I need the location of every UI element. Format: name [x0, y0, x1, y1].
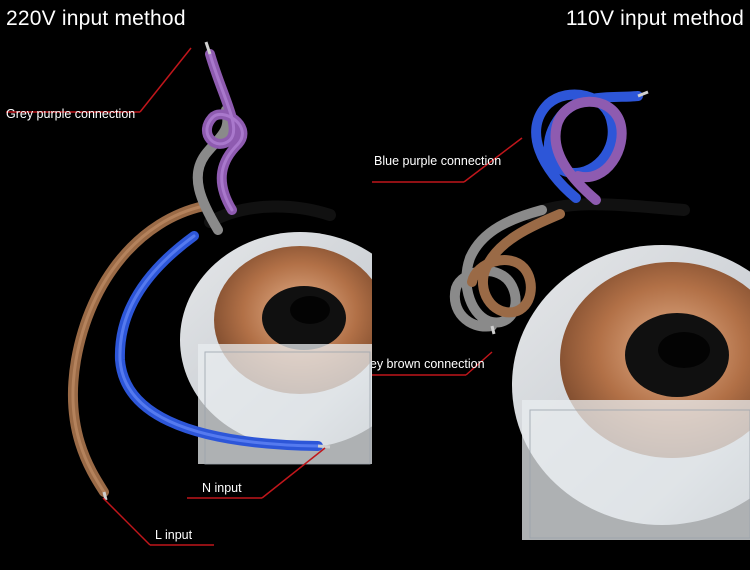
brown-wire-right: [467, 209, 565, 318]
grey-purple-pointer: [139, 47, 192, 113]
grey-wire-tip: [490, 325, 496, 335]
panel-110v-illustration: [372, 89, 750, 540]
l-input-pointer: [102, 497, 151, 546]
annotation-lines-left: [6, 47, 326, 546]
blue-wire-n-highlight: [118, 234, 320, 448]
brown-wire-l-highlight: [71, 204, 206, 494]
label-n-input: N input: [202, 481, 242, 495]
label-blue-purple-connection: Blue purple connection: [374, 154, 502, 168]
transformer-body-left: [180, 232, 372, 465]
title-110v: 110V input method: [565, 7, 744, 30]
panel-110v: 110V input method Blue purple connection…: [372, 0, 750, 570]
grey-wire-left: [192, 105, 233, 235]
label-l-input: L input: [155, 528, 193, 542]
panel-220v-illustration: [6, 41, 372, 546]
blue-purple-pointer: [463, 137, 523, 183]
purple-wire-tip: [204, 41, 212, 55]
panel-220v: 220V input method Grey purple connection…: [0, 0, 372, 570]
l-wire-tip: [102, 491, 108, 501]
title-220v: 220V input method: [6, 7, 186, 30]
label-grey-purple-connection: Grey purple connection: [6, 107, 136, 121]
n-input-pointer: [261, 447, 326, 499]
purple-wire-left-highlight: [205, 52, 244, 212]
annotation-lines-right: [372, 137, 523, 376]
n-wire-tip: [317, 444, 331, 449]
cable-sheath-left: [204, 200, 336, 228]
blue-wire-tip: [637, 90, 649, 98]
purple-wire-right: [550, 96, 627, 205]
grey-brown-pointer: [465, 351, 493, 376]
transformer-body-right: [512, 245, 750, 540]
label-grey-brown-connection: Grey brown connection: [372, 357, 485, 371]
